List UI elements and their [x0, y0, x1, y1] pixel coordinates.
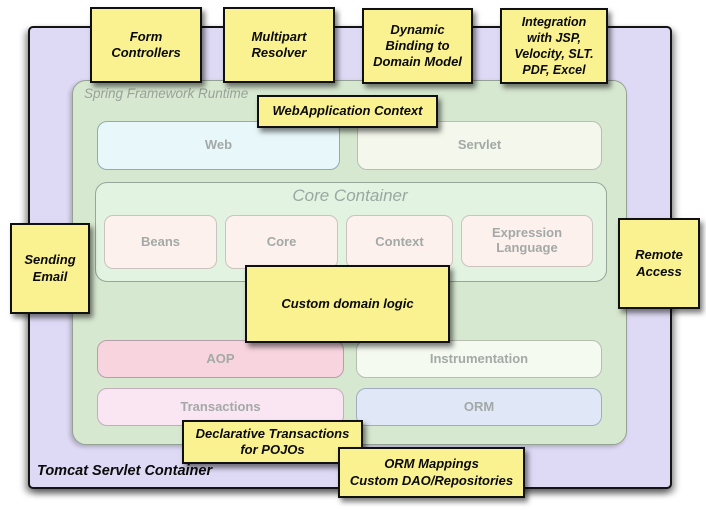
sticky-note-sending-email: Sending Email: [10, 223, 90, 314]
sticky-note-form-controllers: Form Controllers: [90, 7, 202, 83]
sticky-note-dynamic-binding: Dynamic Binding to Domain Model: [362, 8, 473, 84]
module-orm: ORM: [356, 388, 602, 426]
tomcat-container-label: Tomcat Servlet Container: [37, 463, 213, 479]
spring-runtime-label: Spring Framework Runtime: [84, 86, 249, 101]
sticky-note-multipart-resolver: Multipart Resolver: [223, 7, 335, 83]
sticky-note-remote-access: Remote Access: [618, 218, 700, 309]
sticky-note-integration: Integration with JSP, Velocity, SLT. PDF…: [500, 8, 608, 84]
module-context: Context: [346, 215, 453, 269]
module-aop: AOP: [97, 340, 344, 378]
sticky-note-declarative-transactions: Declarative Transactions for POJOs: [182, 420, 363, 464]
module-expression-language: Expression Language: [461, 215, 593, 267]
module-beans: Beans: [104, 215, 217, 269]
module-core: Core: [225, 215, 338, 269]
module-web: Web: [97, 121, 340, 170]
sticky-note-custom-domain-logic: Custom domain logic: [245, 265, 450, 343]
module-instrumentation: Instrumentation: [356, 340, 602, 378]
module-servlet: Servlet: [357, 121, 602, 170]
core-container-title: Core Container: [292, 186, 408, 205]
sticky-note-webapplication-context: WebApplication Context: [257, 95, 438, 128]
module-transactions: Transactions: [97, 388, 344, 426]
sticky-note-orm-mappings: ORM Mappings Custom DAO/Repositories: [338, 447, 525, 498]
